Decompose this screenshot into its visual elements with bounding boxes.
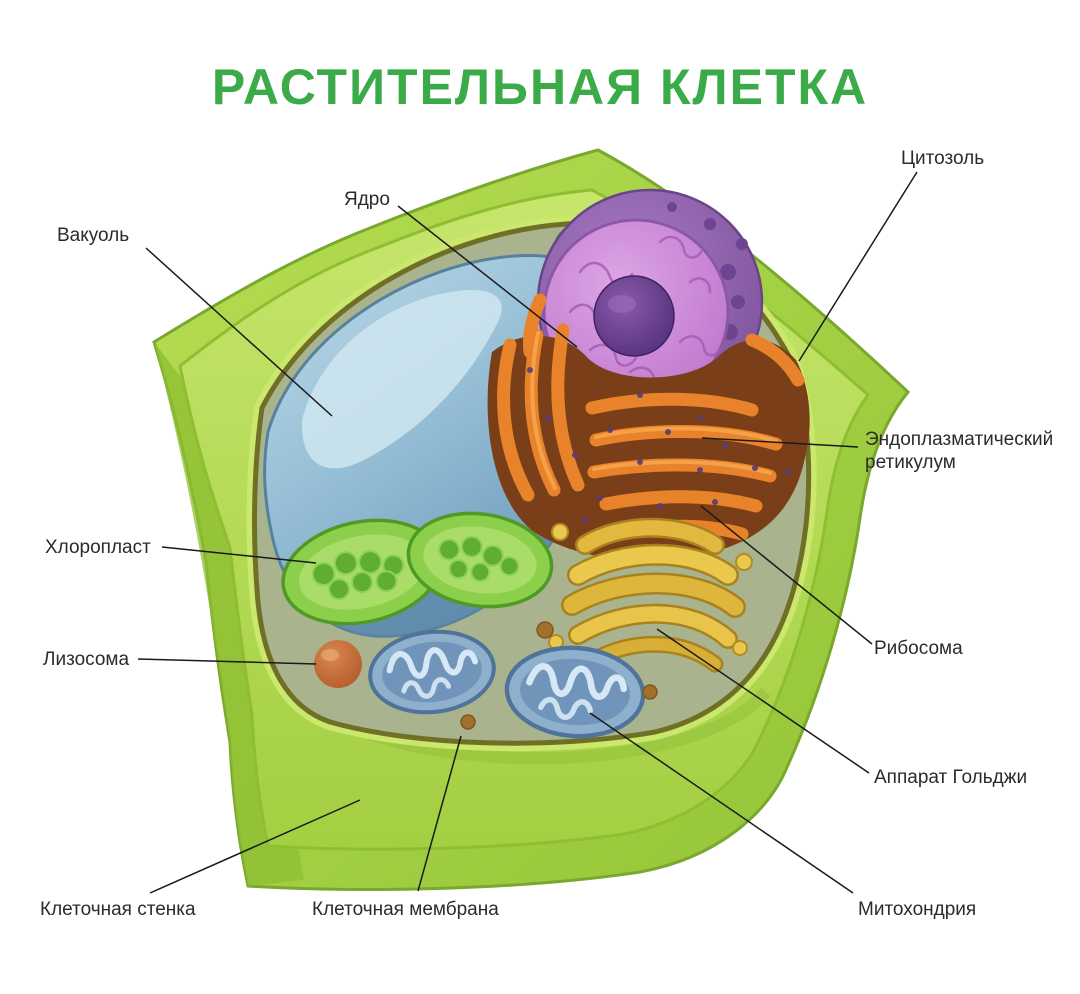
- nucleolus-highlight: [608, 295, 636, 313]
- leader-lysosome: [137, 658, 317, 665]
- label-endoplasmic-reticulum: Эндоплазматический ретикулум: [865, 429, 1054, 473]
- label-mitochondria: Митохондрия: [858, 899, 977, 920]
- ribosome-dots: [527, 367, 791, 523]
- leader-vacuole: [145, 247, 333, 417]
- leader-lines: [137, 171, 918, 894]
- label-nucleus: Ядро: [344, 189, 390, 210]
- label-golgi-apparatus: Аппарат Гольджи: [874, 767, 1028, 788]
- leader-endoplasmic-reticulum: [701, 437, 859, 448]
- chloroplast-grana: [438, 535, 520, 583]
- endoplasmic-reticulum: [487, 293, 810, 561]
- leader-mitochondria: [589, 712, 854, 894]
- nucleus-wrinkles: [568, 235, 722, 380]
- chloroplast-1: [281, 518, 443, 626]
- vacuole-highlight: [301, 289, 502, 469]
- golgi-apparatus: [548, 517, 753, 673]
- leader-cytosol: [798, 171, 918, 362]
- chloroplast-2: [406, 511, 554, 609]
- er-highlights: [530, 331, 778, 490]
- label-cell-wall: Клеточная стенка: [40, 899, 196, 920]
- diagram-title: РАСТИТЕЛЬНАЯ КЛЕТКА: [211, 59, 869, 115]
- mitochondrion-1: [368, 629, 496, 715]
- label-vacuole: Вакуоль: [57, 225, 130, 246]
- nucleus: [536, 188, 764, 416]
- label-lysosome: Лизосома: [43, 649, 130, 670]
- mitochondrion-cristae: [526, 663, 628, 700]
- nucleolus: [593, 275, 675, 357]
- leader-ribosome: [700, 505, 873, 645]
- mitochondrion-2: [504, 645, 646, 739]
- label-chloroplast: Хлоропласт: [45, 537, 151, 558]
- golgi-vesicles: [548, 523, 753, 656]
- leader-nucleus: [397, 205, 578, 348]
- label-cytosol: Цитозоль: [901, 148, 985, 169]
- leader-chloroplast: [161, 546, 317, 564]
- cytoplasm-granules: [460, 621, 658, 730]
- chloroplast-grana: [311, 550, 405, 601]
- leader-golgi: [656, 628, 870, 774]
- lysosome: [314, 640, 362, 688]
- leader-cell-membrane: [417, 735, 462, 892]
- label-ribosome: Рибосома: [874, 638, 963, 659]
- leader-cell-wall: [149, 799, 361, 894]
- mitochondrion-cristae: [386, 647, 479, 679]
- golgi-cisternae: [563, 520, 744, 670]
- label-cell-membrane: Клеточная мембрана: [312, 899, 499, 920]
